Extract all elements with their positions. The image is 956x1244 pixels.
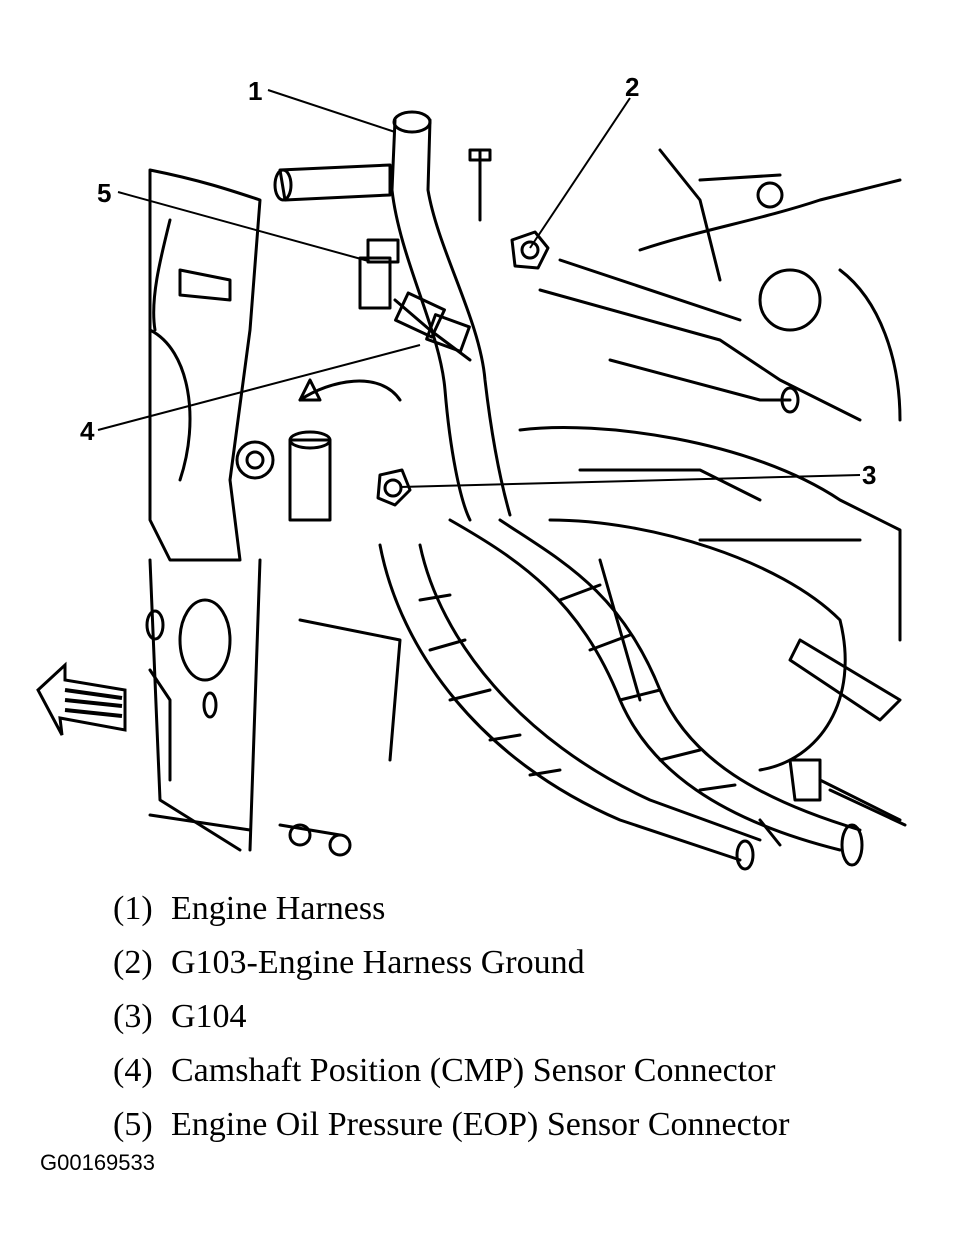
figure-id: G00169533 — [40, 1150, 155, 1175]
leader-line-2 — [529, 97, 631, 249]
engine-illustration — [145, 110, 907, 871]
legend-key: (1) — [113, 890, 153, 927]
leader-line-1 — [267, 89, 396, 133]
callout-1: 1 — [248, 76, 262, 106]
leader-line-5 — [117, 191, 373, 263]
legend-item: (5) Engine Oil Pressure (EOP) Sensor Conn… — [113, 1098, 933, 1152]
legend-text: Engine Oil Pressure (EOP) Sensor Connect… — [171, 1106, 790, 1143]
legend-key: (4) — [113, 1052, 153, 1089]
legend-text: G104 — [171, 998, 247, 1035]
legend-key: (5) — [113, 1106, 153, 1143]
legend-key: (3) — [113, 998, 153, 1035]
legend-item: (4) Camshaft Position (CMP) Sensor Connec… — [113, 1044, 933, 1098]
callout-4: 4 — [80, 416, 95, 446]
leader-lines — [97, 89, 861, 488]
legend-item: (3) G104 — [113, 990, 933, 1044]
callout-2: 2 — [625, 72, 639, 102]
legend-text: Engine Harness — [171, 890, 386, 927]
legend-text: Camshaft Position (CMP) Sensor Connector — [171, 1052, 776, 1089]
legend-list: (1) Engine Harness (2) G103-Engine Harness… — [113, 882, 933, 1152]
callout-5: 5 — [97, 178, 111, 208]
leader-line-4 — [97, 344, 421, 431]
legend-item: (2) G103-Engine Harness Ground — [113, 936, 933, 990]
legend-text: G103-Engine Harness Ground — [171, 944, 585, 981]
leader-line-3 — [399, 474, 861, 488]
engine-harness-diagram: 1 2 3 4 5 — [36, 72, 907, 871]
front-direction-arrow-icon — [36, 661, 127, 736]
legend-item: (1) Engine Harness — [113, 882, 933, 936]
legend-key: (2) — [113, 944, 153, 981]
callout-3: 3 — [862, 460, 876, 490]
